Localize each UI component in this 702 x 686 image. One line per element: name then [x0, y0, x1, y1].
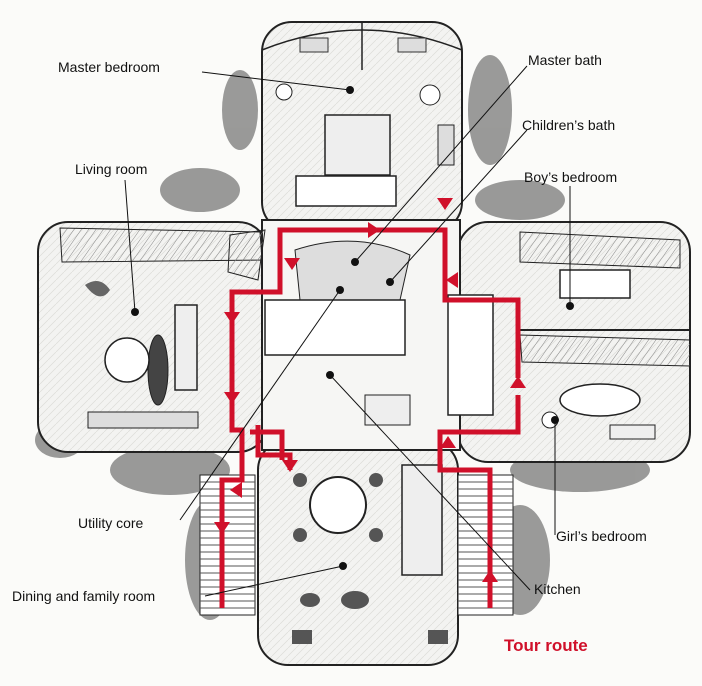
- center-core: [227, 219, 494, 451]
- label-master-bath: Master bath: [528, 52, 602, 68]
- label-kitchen: Kitchen: [534, 581, 581, 597]
- label-childrens-bath: Children’s bath: [522, 117, 616, 133]
- tour-route-arrows: [214, 198, 526, 582]
- living-room-wing: [37, 221, 269, 453]
- label-living-room: Living room: [75, 161, 148, 177]
- legend-tour-route: Tour route: [504, 636, 588, 655]
- label-dining-family-room: Dining and family room: [12, 588, 156, 604]
- leader-dots: [131, 86, 574, 570]
- leader-lines: [124, 65, 571, 597]
- label-utility-core: Utility core: [78, 515, 144, 531]
- label-master-bedroom: Master bedroom: [58, 59, 160, 75]
- label-girls-bedroom: Girl’s bedroom: [556, 528, 647, 544]
- master-bedroom-wing: [261, 21, 463, 233]
- dining-wing: [257, 439, 459, 666]
- stair-treads: [200, 481, 513, 609]
- label-boys-bedroom: Boy’s bedroom: [524, 169, 618, 185]
